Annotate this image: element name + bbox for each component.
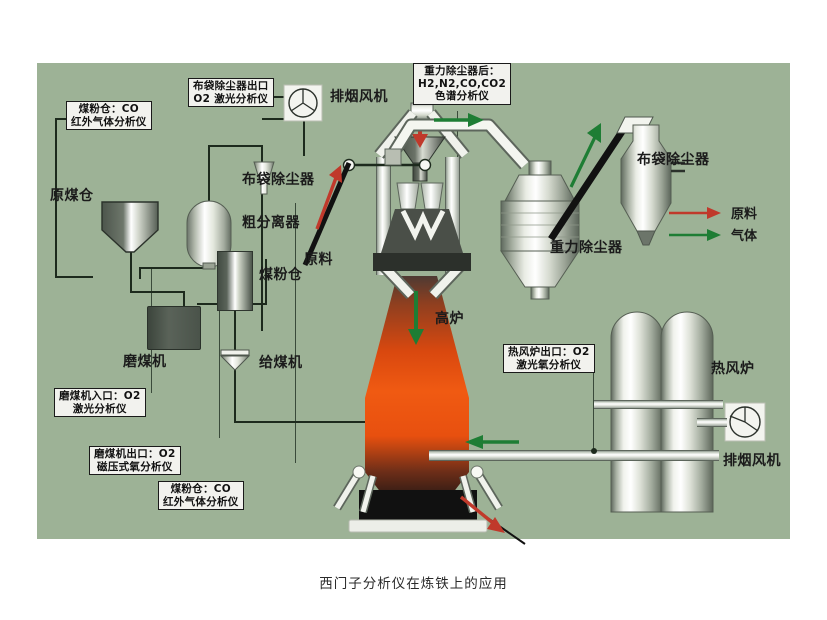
process-pipe [208,145,210,205]
tap-point [591,448,597,454]
callout-line: 激光分析仪 [72,402,127,415]
legend-label-gas: 气体 [731,229,758,244]
process-pipe [183,291,185,307]
callout-line: 激光氧分析仪 [516,358,582,371]
process-pipe [234,303,236,355]
callout-coal-mill-outlet: 磨煤机出口：O2 磁压式氧分析仪 [89,446,181,476]
bag-filter-right-shape [620,124,685,246]
label-coal-mill: 磨煤机 [123,354,167,370]
label-raw-coal-bin: 原煤仓 [50,188,94,204]
coal-mill-shape [147,306,201,350]
label-coal-feeder: 给煤机 [259,355,303,371]
fan-duct [697,418,727,427]
callout-line: 煤粉仓：CO [170,483,232,495]
callout-line: 布袋除尘器出口 [193,80,269,92]
callout-line: 磨煤机出口：O2 [94,448,176,460]
charging-hopper [394,136,446,210]
hot-blast-stove-shape [610,311,714,513]
process-pipe [208,145,263,147]
exhaust-fan-bottom-icon [724,402,766,442]
bag-filter-left-shape [253,161,275,195]
signal-line [55,276,93,278]
callout-line: 磨煤机入口：O2 [59,390,141,402]
exhaust-fan-top-icon [283,84,323,122]
gas-arrow-hotblast [465,435,519,449]
coarse-separator-shape [186,200,232,270]
label-gravity-dust-collector: 重力除尘器 [550,240,623,256]
gas-offtake-pipes [384,118,530,170]
process-pipe [265,259,267,305]
legend-arrow-raw-material [669,207,721,219]
process-pipe [130,291,185,293]
furnace-hearth [333,465,526,545]
signal-line [219,223,220,438]
raw-material-arrow-skip [315,165,342,230]
process-pipe [303,118,305,156]
raw-material-arrow-taphole [459,495,505,533]
callout-line: 红外气体分析仪 [163,495,239,508]
gas-arrow-duct [569,123,601,188]
legend-arrow-gas [669,229,721,241]
callout-pulverized-coal-bin-co-top: 煤粉仓：CO 红外气体分析仪 [66,101,152,131]
signal-line [593,368,594,450]
furnace-throat [373,209,471,271]
signal-line [55,118,69,120]
callout-line: 磁压式氧分析仪 [97,460,173,473]
label-coarse-separator: 粗分离器 [242,215,300,231]
callout-line: 热风炉出口：O2 [508,346,590,358]
process-pipe [261,145,263,163]
label-bag-filter-left: 布袋除尘器 [242,172,315,188]
process-pipe [139,267,141,279]
blast-furnace-hot-zone [365,276,469,498]
coal-feeder-shape [219,349,251,371]
pulverized-coal-bin-shape [217,251,253,311]
label-blast-furnace: 高炉 [435,311,464,327]
label-pulverized-coal-bin: 煤粉仓 [259,267,303,283]
callout-hot-blast-stove-outlet: 热风炉出口：O2 激光氧分析仪 [503,344,595,374]
callout-line: 红外气体分析仪 [71,115,147,128]
process-pipe [234,421,394,423]
process-pipe [234,363,236,423]
label-bag-filter-right: 布袋除尘器 [637,152,710,168]
process-pipe [139,267,209,269]
callout-gravity-dust-collector-after: 重力除尘器后： H2,N2,CO,CO2 色谱分析仪 [413,63,512,105]
process-pipe [261,191,263,331]
process-diagram-canvas: 原煤仓 磨煤机 粗分离器 布袋除尘器 排烟风机 煤粉仓 给煤机 原料 高炉 重力… [37,63,790,545]
callout-pulverized-coal-bin-co-bottom: 煤粉仓：CO 红外气体分析仪 [158,481,244,511]
hot-blast-main [429,450,719,461]
process-pipe [130,251,132,293]
raw-coal-bin-shape [101,201,159,253]
callout-line: 煤粉仓：CO [78,103,140,115]
callout-line: 色谱分析仪 [435,90,490,103]
gas-arrow-offtake [434,113,484,127]
figure-caption: 西门子分析仪在炼铁上的应用 [319,576,508,592]
gas-arrow-furnace [408,291,424,345]
label-hot-blast-stove: 热风炉 [711,361,755,377]
callout-bag-filter-outlet: 布袋除尘器出口 O2 激光分析仪 [188,78,274,108]
stove-gas-duct [593,400,723,409]
label-raw-material-feed: 原料 [304,252,333,268]
legend-label-raw-material: 原料 [731,207,758,222]
callout-coal-mill-inlet: 磨煤机入口：O2 激光分析仪 [54,388,146,418]
signal-line [295,203,296,463]
callout-line: 重力除尘器后： [424,65,500,77]
callout-line: O2 激光分析仪 [193,92,269,105]
gravity-dust-collector-shape [500,160,580,300]
label-exhaust-fan-top: 排烟风机 [330,89,388,105]
legend: 原料 气体 [667,203,777,245]
callout-line: H2,N2,CO,CO2 [418,77,507,90]
signal-line [55,118,57,278]
label-exhaust-fan-bottom: 排烟风机 [723,453,781,469]
